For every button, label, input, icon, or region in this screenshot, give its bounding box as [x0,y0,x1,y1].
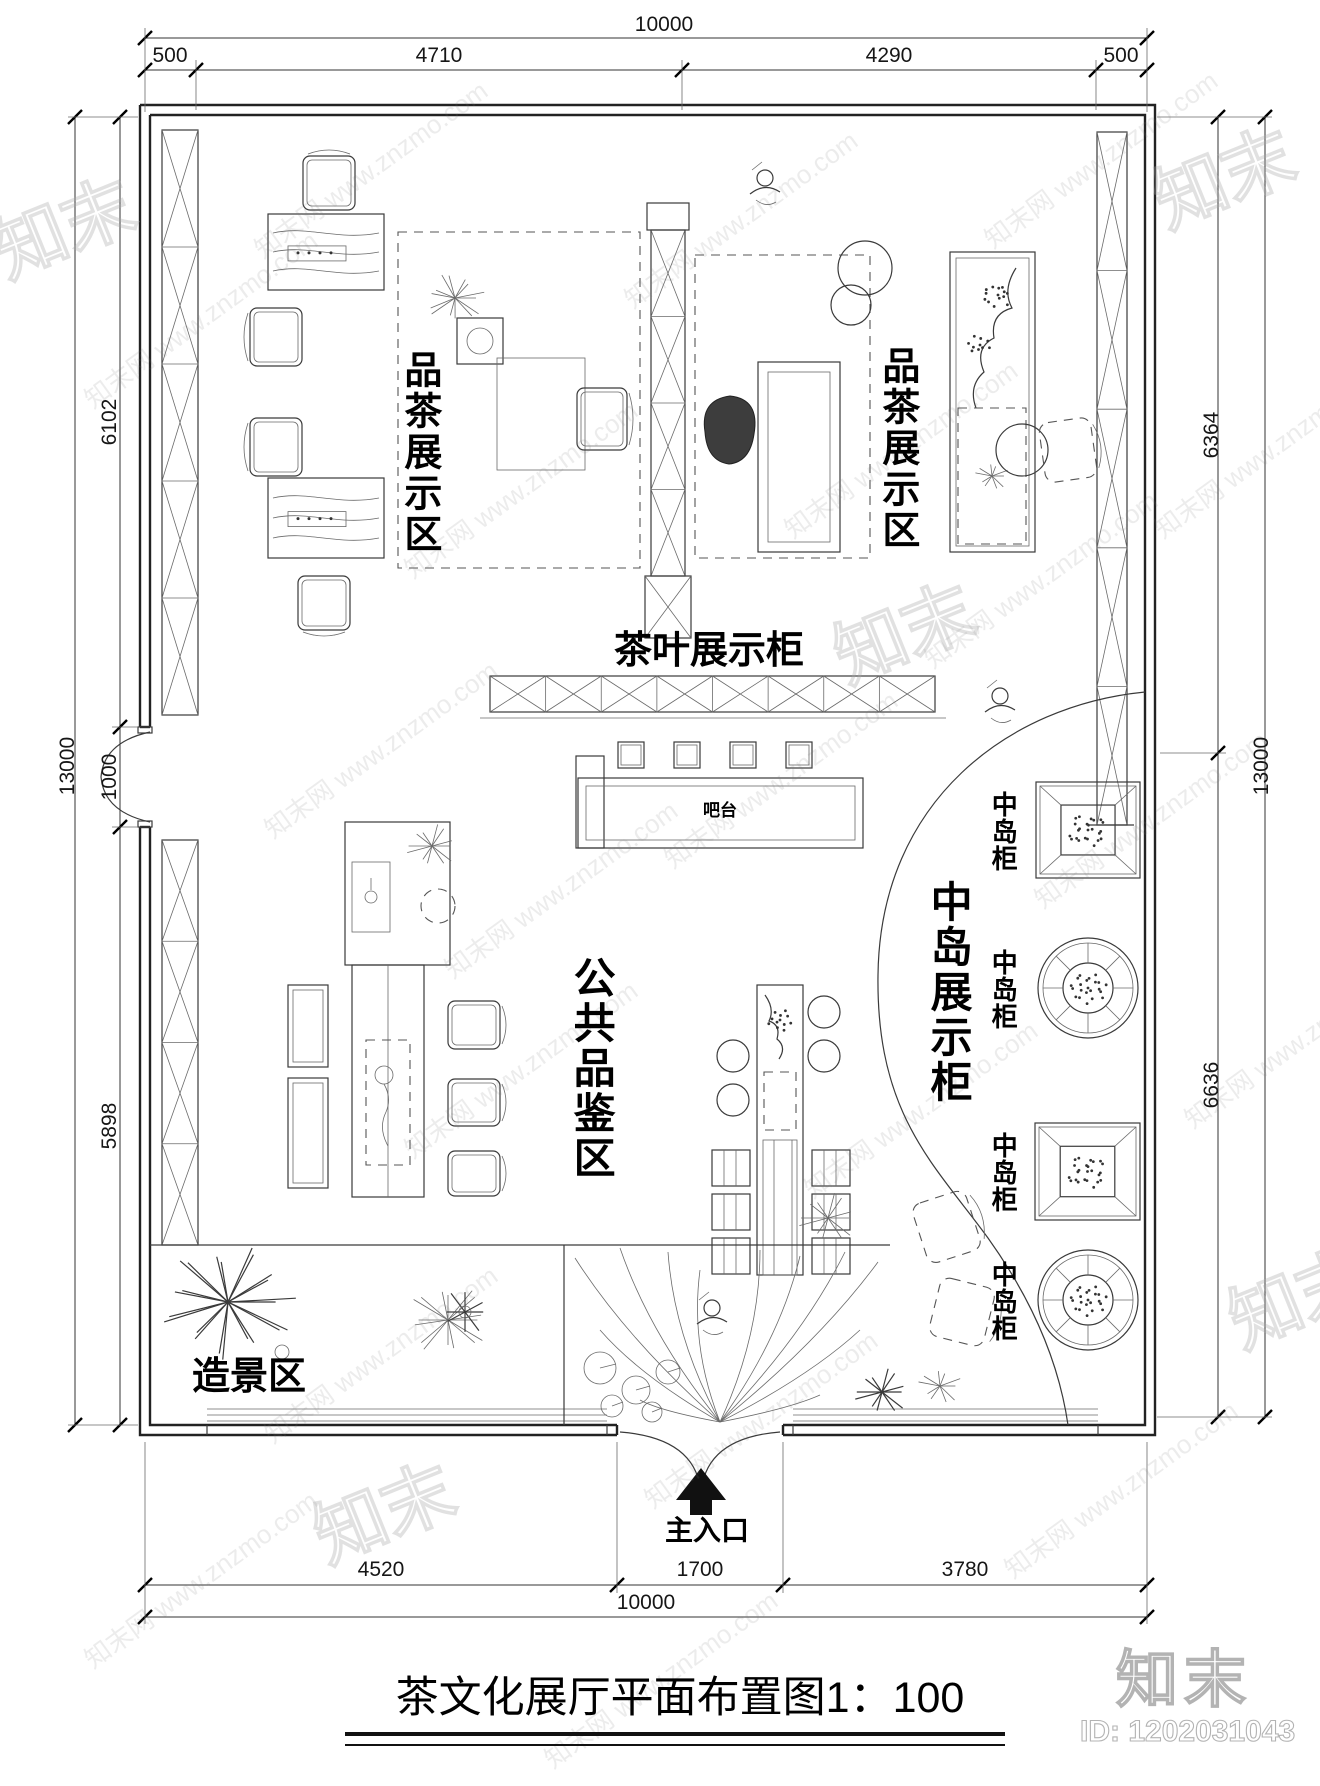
dim-left-seg: 1000 [97,753,121,801]
zone-tasting-right: 品茶展示区 [875,346,918,551]
dim-bottom-seg: 1700 [676,1558,724,1581]
dim-top-overall: 10000 [634,13,694,36]
title-underline [345,1732,1005,1746]
zone-landscape: 造景区 [192,1356,307,1398]
zone-island-display: 中岛展示柜 [925,880,973,1105]
dim-top-seg: 4710 [415,44,463,67]
dim-bottom-seg: 3780 [941,1558,989,1581]
zone-bar: 吧台 [703,801,737,820]
brand-logo: 知末 [1115,1646,1253,1715]
dim-right-seg: 6364 [1199,411,1223,459]
zone-public-tasting: 公共品鉴区 [568,956,616,1181]
dim-bottom-overall: 10000 [616,1591,676,1614]
dim-right-seg: 6636 [1199,1061,1223,1109]
dim-right-overall: 13000 [1249,736,1273,796]
zone-island-cabinet: 中岛柜 [988,791,1019,872]
zone-tea-display-cabinet: 茶叶展示柜 [614,630,805,672]
zone-tasting-left: 品茶展示区 [397,350,440,555]
dim-top-seg: 500 [1103,44,1139,67]
dim-left-overall: 13000 [55,736,79,796]
dim-top-seg: 4290 [865,44,913,67]
brand-id: ID: 1202031043 [1079,1715,1296,1748]
zone-island-cabinet: 中岛柜 [988,1261,1019,1342]
dim-left-seg: 6102 [97,398,121,446]
dim-left-seg: 5898 [97,1102,121,1150]
dim-bottom-seg: 4520 [357,1558,405,1581]
zone-island-cabinet: 中岛柜 [988,1132,1019,1213]
drawing-title: 茶文化展厅平面布置图1：100 [395,1674,965,1722]
zone-island-cabinet: 中岛柜 [988,949,1019,1030]
dim-top-seg: 500 [152,44,188,67]
zone-main-entrance: 主入口 [664,1515,749,1546]
